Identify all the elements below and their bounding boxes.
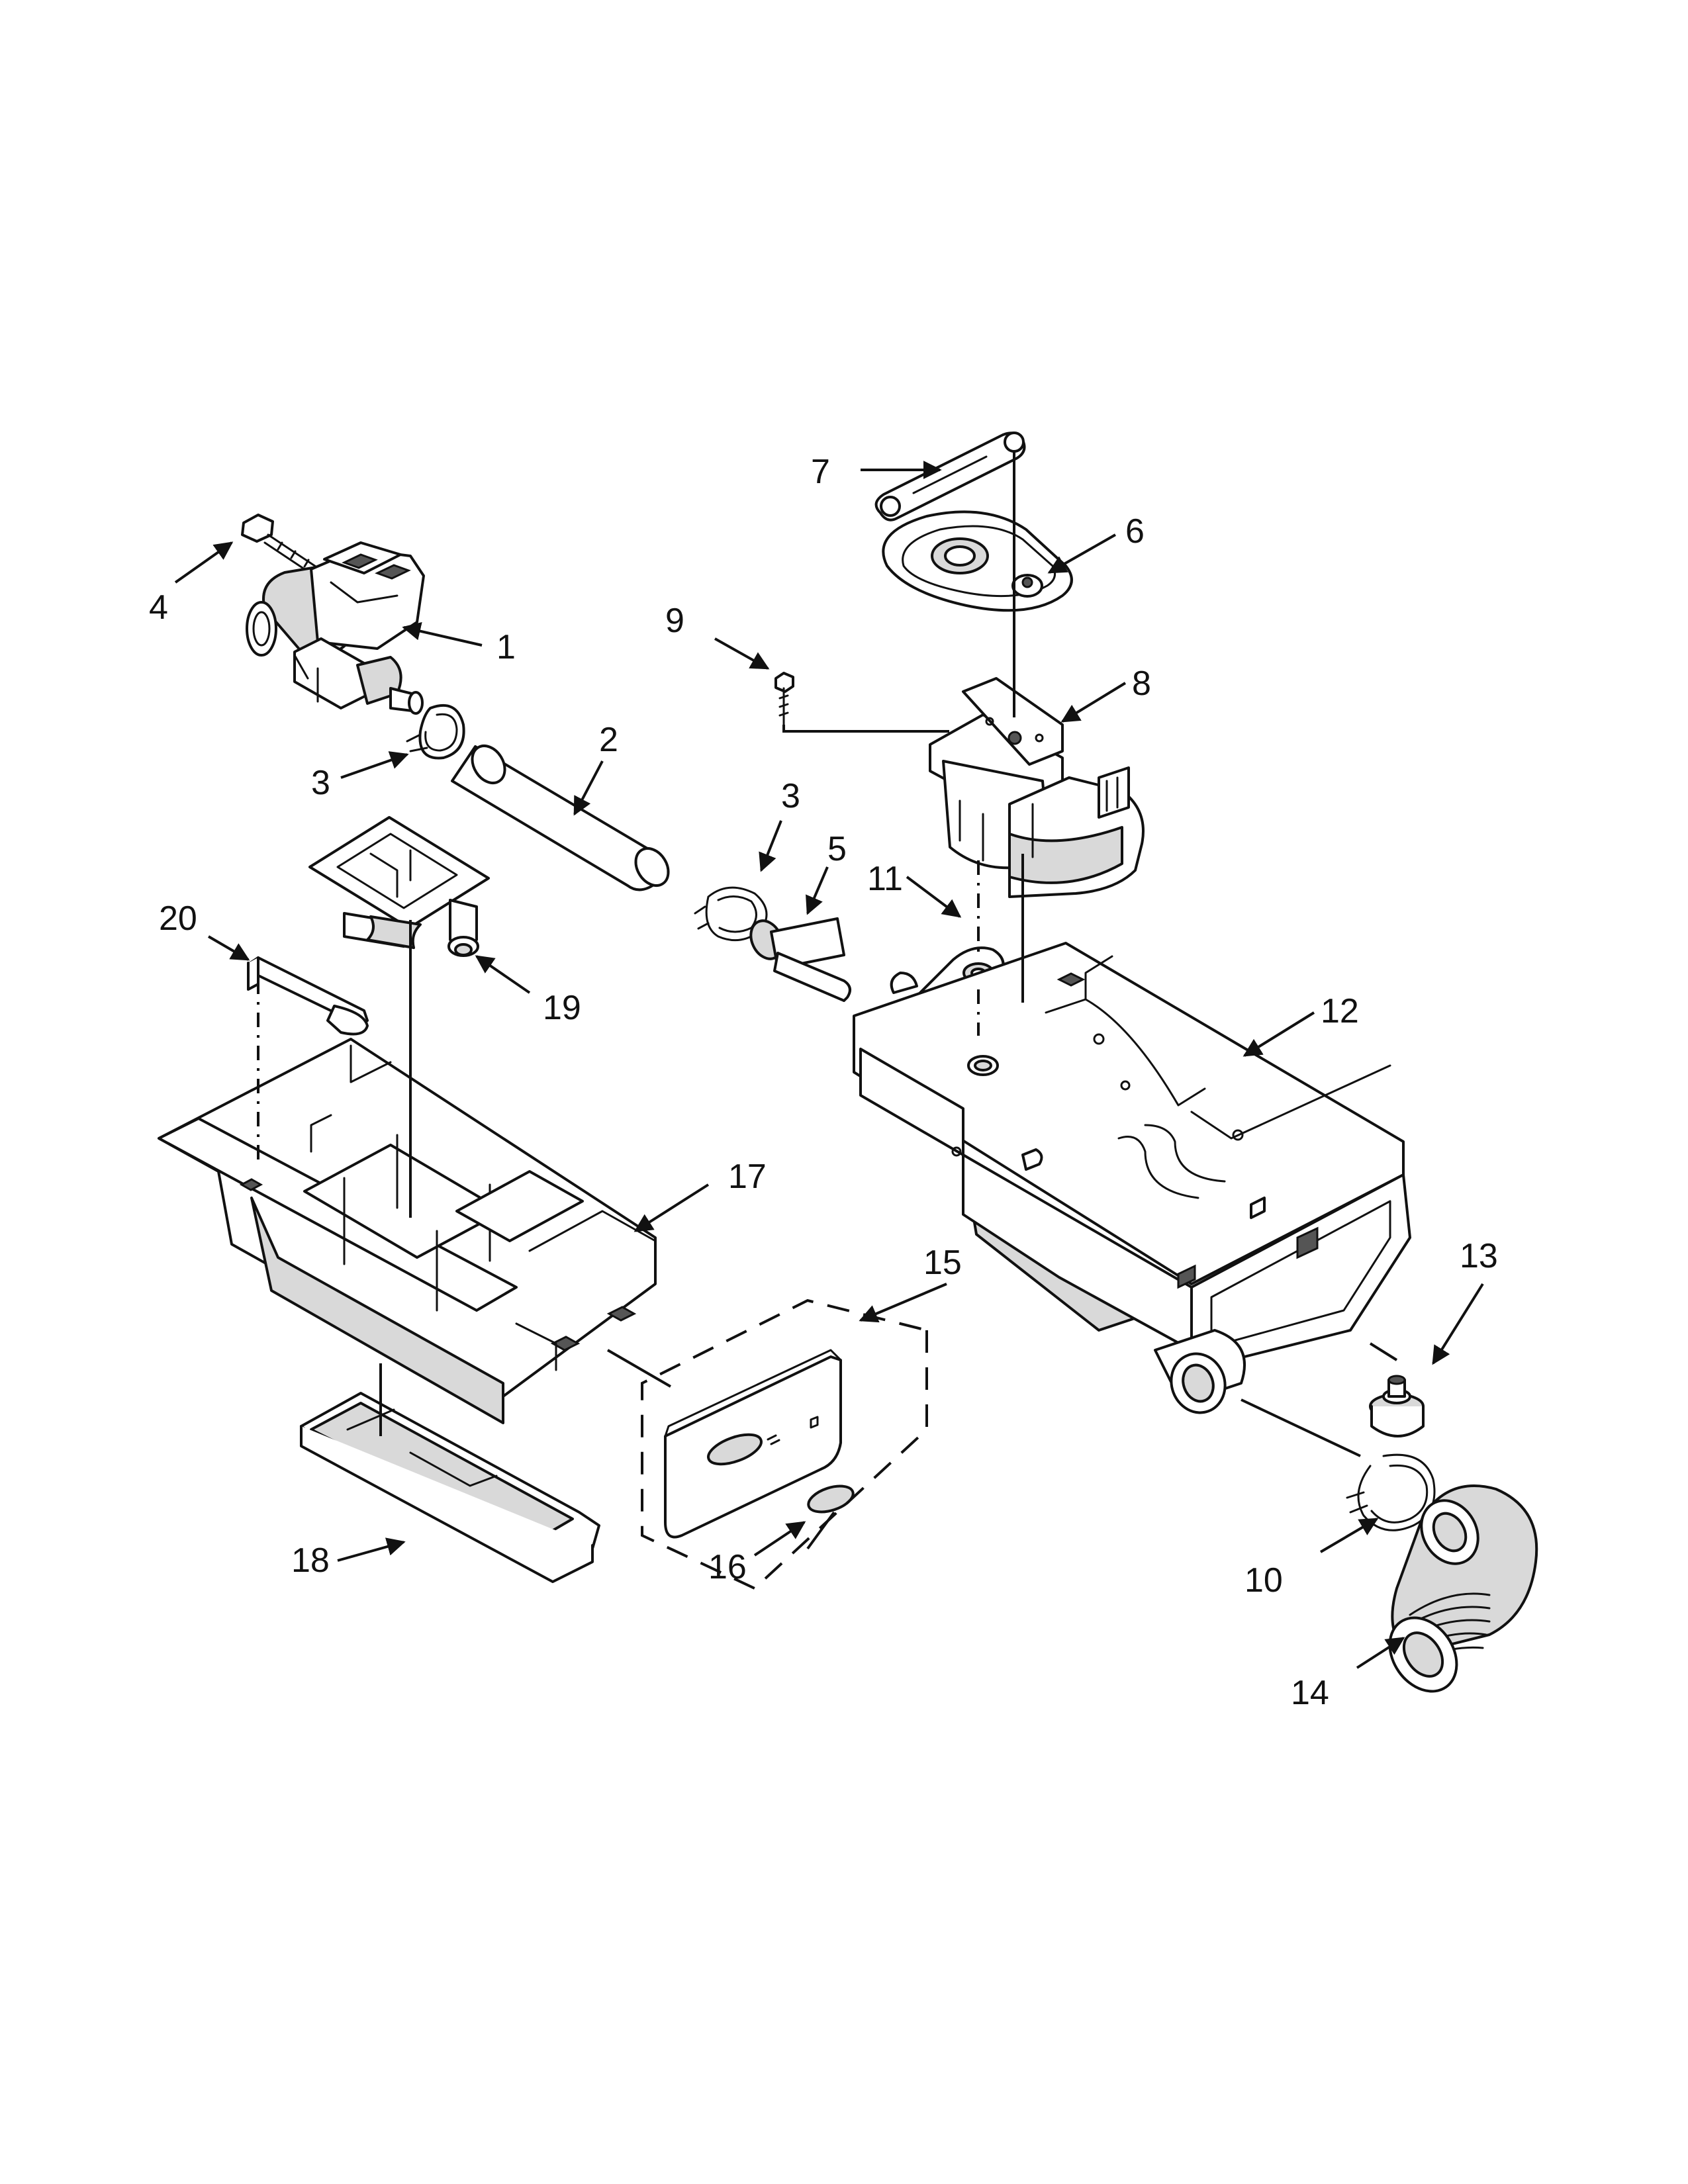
callout-1: 1 bbox=[496, 628, 516, 666]
callout-20: 20 bbox=[159, 899, 197, 938]
part-hose-clamp-10 bbox=[1346, 1453, 1436, 1531]
part-actuator-8 bbox=[929, 677, 1145, 898]
part-water-valve-1 bbox=[246, 541, 425, 715]
callout-4: 4 bbox=[149, 588, 168, 627]
part-drawer-tray-18 bbox=[300, 1392, 600, 1583]
callout-9: 9 bbox=[665, 602, 684, 640]
callout-6: 6 bbox=[1125, 512, 1145, 551]
callout-14: 14 bbox=[1291, 1674, 1329, 1712]
part-fitting-13 bbox=[1369, 1375, 1425, 1437]
dashed-box-drawer-front bbox=[641, 1298, 928, 1590]
part-dispenser-drawer-17 bbox=[158, 1038, 657, 1424]
connection-lines bbox=[379, 451, 1398, 1550]
part-fill-funnel-19 bbox=[308, 816, 490, 957]
part-badge-16 bbox=[807, 1484, 855, 1514]
part-hose-clamp-3a bbox=[406, 704, 465, 760]
part-cam-gear-6 bbox=[882, 510, 1073, 612]
part-lever-20 bbox=[247, 956, 369, 1036]
callout-10: 10 bbox=[1244, 1561, 1283, 1600]
callout-17: 17 bbox=[728, 1158, 767, 1196]
part-hose-2 bbox=[451, 745, 670, 891]
part-drawer-front-15 bbox=[664, 1349, 842, 1539]
callout-19: 19 bbox=[543, 989, 581, 1027]
part-link-arm-7 bbox=[874, 432, 1026, 522]
callout-8: 8 bbox=[1132, 664, 1151, 703]
callout-7: 7 bbox=[811, 453, 830, 491]
callout-15: 15 bbox=[923, 1244, 962, 1282]
callout-3-right: 3 bbox=[781, 777, 800, 815]
callout-3-left: 3 bbox=[311, 764, 330, 802]
callout-13: 13 bbox=[1460, 1237, 1498, 1275]
callout-16: 16 bbox=[708, 1548, 747, 1586]
callout-5: 5 bbox=[827, 830, 847, 868]
part-dispenser-housing-12 bbox=[853, 942, 1411, 1414]
part-nozzle-5 bbox=[749, 917, 851, 1002]
callout-2: 2 bbox=[599, 721, 618, 759]
part-bellows-hose-14 bbox=[1388, 1484, 1538, 1693]
leader-arrows bbox=[174, 461, 1484, 1669]
part-screw-9 bbox=[774, 672, 794, 726]
callout-12: 12 bbox=[1321, 992, 1359, 1030]
part-screw-4 bbox=[241, 514, 329, 584]
callout-18: 18 bbox=[291, 1541, 330, 1580]
callout-11: 11 bbox=[867, 860, 903, 898]
callout-labels: 1 2 3 3 4 5 6 7 8 9 10 11 12 13 14 15 16… bbox=[149, 453, 1498, 1712]
